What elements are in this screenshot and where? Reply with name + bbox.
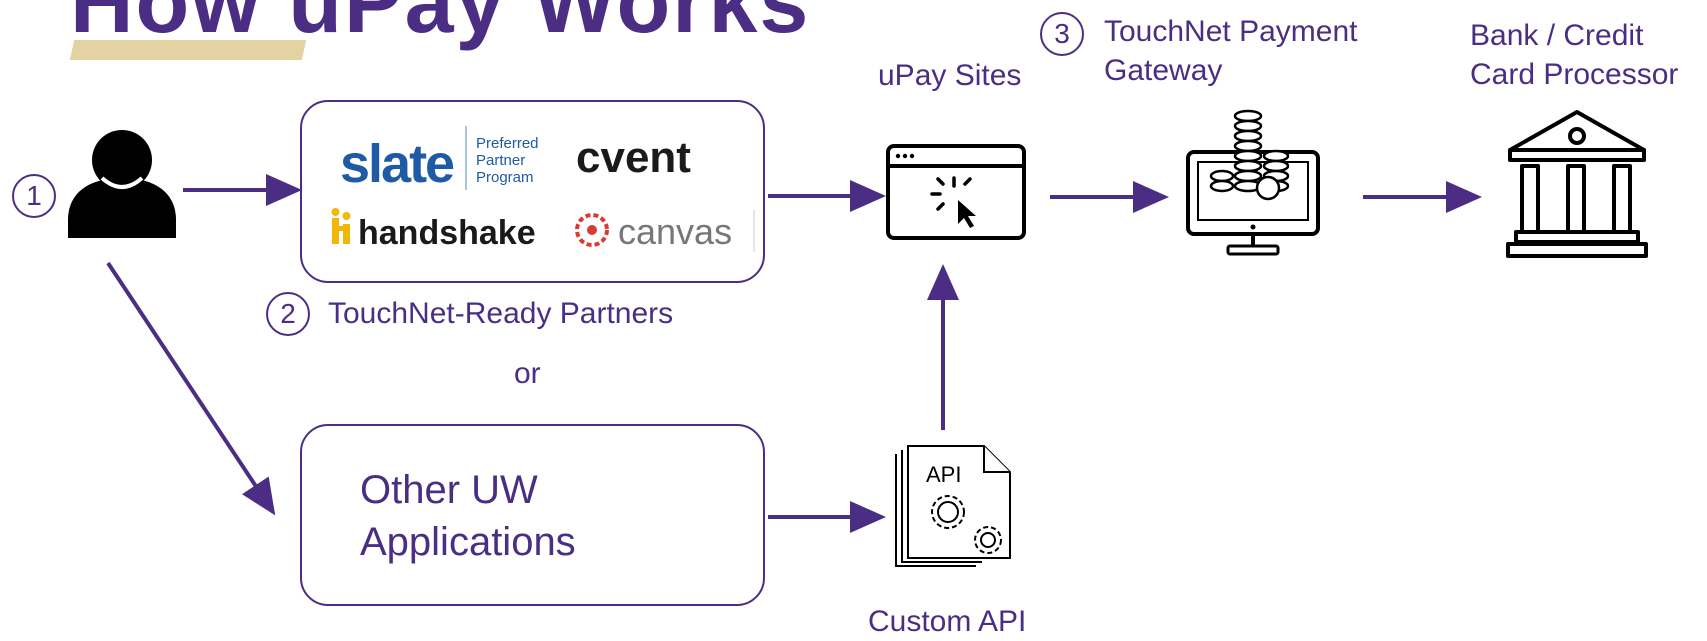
user-icon bbox=[68, 130, 176, 238]
api-document-icon: API bbox=[895, 445, 1011, 567]
step-1-badge: 1 bbox=[12, 174, 56, 218]
upay-sites-label: uPay Sites bbox=[878, 59, 1022, 92]
gateway-line2: Gateway bbox=[1104, 54, 1223, 87]
handshake-icon bbox=[331, 208, 351, 244]
slate-logo: slate bbox=[340, 134, 454, 194]
payment-terminal-icon bbox=[1186, 109, 1320, 256]
other-apps-box: Other UW Applications bbox=[300, 424, 765, 606]
arrow-user-to-other-apps bbox=[106, 261, 276, 516]
cvent-logo: cvent bbox=[576, 133, 691, 182]
gateway-line1: TouchNet Payment bbox=[1104, 15, 1358, 48]
api-icon-text: API bbox=[926, 462, 961, 487]
partners-caption: TouchNet-Ready Partners bbox=[328, 297, 674, 330]
canvas-icon bbox=[575, 213, 609, 247]
slate-sub-3: Program bbox=[476, 169, 534, 186]
step-3-badge: 3 bbox=[1040, 12, 1084, 56]
slate-sub-1: Preferred bbox=[476, 135, 539, 152]
step-2-badge: 2 bbox=[266, 292, 310, 336]
handshake-logo: handshake bbox=[358, 214, 536, 252]
custom-api-label: Custom API bbox=[868, 605, 1027, 638]
bank-icon bbox=[1506, 110, 1648, 258]
other-apps-line2: Applications bbox=[360, 520, 576, 564]
page-title: How uPay Works bbox=[70, 0, 811, 51]
bank-line2: Card Processor bbox=[1470, 58, 1679, 91]
partner-logos: slate Preferred Partner Program cvent ha… bbox=[331, 126, 755, 252]
slate-sub-2: Partner bbox=[476, 152, 525, 169]
bank-label: Bank / Credit Card Processor bbox=[1470, 16, 1678, 94]
other-apps-line1: Other UW bbox=[360, 468, 538, 512]
browser-click-icon bbox=[886, 144, 1026, 240]
or-label: or bbox=[514, 357, 541, 390]
partners-box: slate Preferred Partner Program cvent ha… bbox=[300, 100, 765, 283]
bank-line1: Bank / Credit bbox=[1470, 19, 1644, 52]
gateway-label: TouchNet Payment Gateway bbox=[1104, 12, 1357, 90]
canvas-logo: canvas bbox=[618, 211, 732, 252]
